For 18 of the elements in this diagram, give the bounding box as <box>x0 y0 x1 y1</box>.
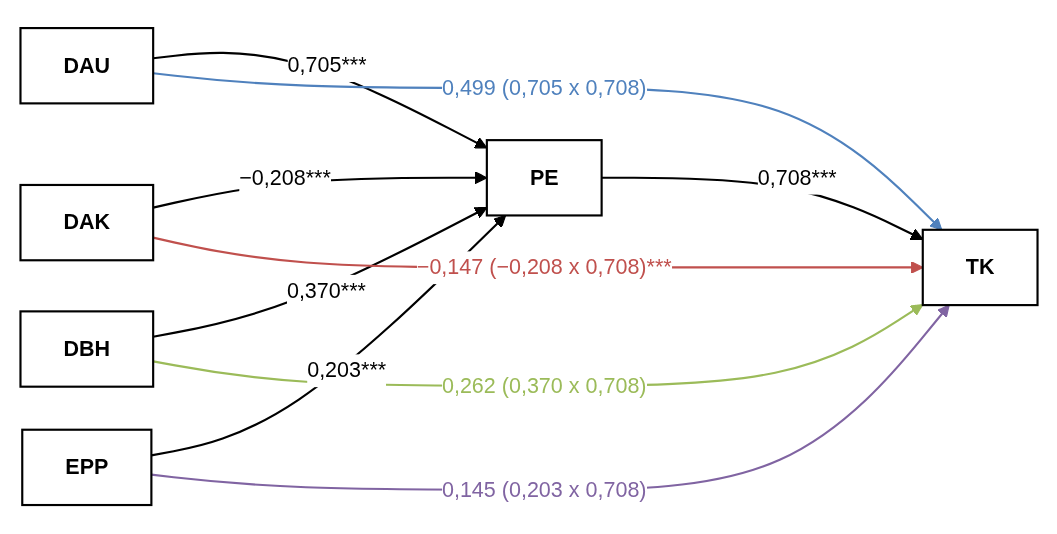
edge-label: 0,708*** <box>757 164 837 189</box>
node-box: DAK <box>18 183 154 262</box>
node-box: DBH <box>18 310 154 388</box>
edge-label: 0,370*** <box>286 277 366 302</box>
edge-label: −0,208*** <box>238 164 331 189</box>
arrow <box>152 304 923 387</box>
edge-label: 0,145 (0,203 x 0,708) <box>441 476 647 501</box>
node-box: DAU <box>18 27 154 105</box>
edge-label: 0,203*** <box>306 357 386 382</box>
node-box: PE <box>485 139 603 217</box>
arrow <box>152 207 487 338</box>
edge-label: 0,705*** <box>287 51 367 77</box>
node-box: EPP <box>20 428 152 507</box>
arrow <box>150 304 950 491</box>
edge-label: 0,262 (0,370 x 0,708) <box>441 372 647 397</box>
edge-label: 0,499 (0,705 x 0,708) <box>441 74 647 100</box>
edge-label: −0,147 (−0,208 x 0,708)*** <box>416 254 672 279</box>
node-box: TK <box>921 228 1039 307</box>
